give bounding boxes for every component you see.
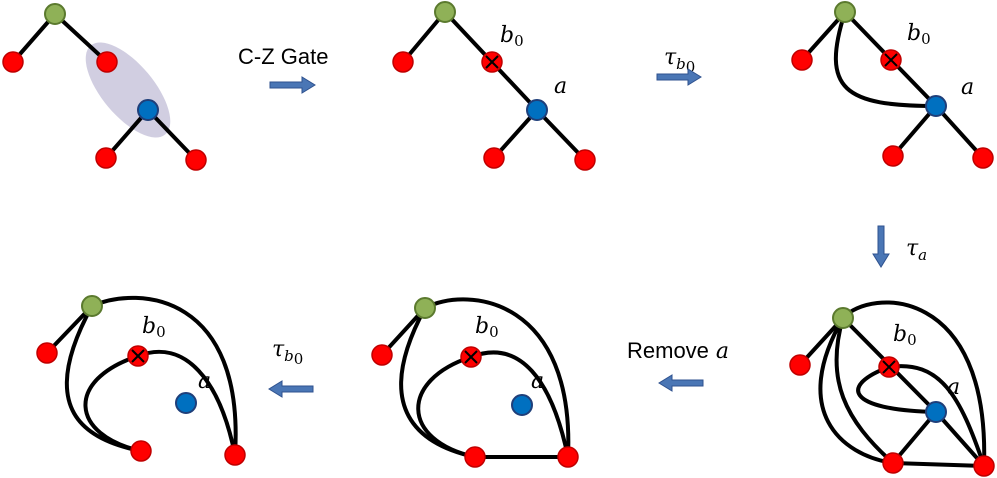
a-label: a	[961, 75, 974, 100]
vertex-a	[175, 392, 197, 414]
edge	[64, 304, 143, 453]
root-node	[434, 1, 456, 23]
leaf-node	[791, 49, 813, 71]
panel-5-after-remove-a: b0 a	[371, 297, 579, 468]
edge	[423, 297, 571, 459]
left-arrow-icon	[268, 380, 314, 398]
b0-label: b0	[142, 314, 166, 341]
right-arrow-icon	[656, 68, 702, 86]
edge	[834, 316, 895, 465]
cz-gate-label: C-Z Gate	[238, 44, 328, 69]
tau-b0-label: τb0	[272, 337, 303, 368]
edge	[90, 295, 238, 457]
edge	[891, 461, 986, 468]
a-label: a	[531, 369, 544, 394]
leaf-node	[96, 51, 118, 73]
vertex-a	[925, 401, 947, 423]
edge	[83, 354, 143, 453]
b0-label: b0	[907, 21, 931, 48]
root-node	[81, 295, 103, 317]
panel-6-final: b0 a	[36, 295, 246, 466]
leaf-node	[882, 452, 904, 474]
edge	[535, 108, 587, 162]
leaf-node	[392, 51, 414, 73]
edge	[53, 12, 109, 64]
panel-4-after-tau-a: b0 a	[789, 300, 995, 477]
edge	[399, 306, 477, 459]
a-label: a	[554, 74, 567, 99]
leaf-node	[185, 149, 207, 171]
leaf-node	[882, 145, 904, 167]
panel-3-after-tau-b0: b0 a	[791, 1, 994, 169]
panel-2-after-cz: b0 a	[392, 1, 596, 171]
arrow-tau-b0-top: τb0	[656, 45, 702, 86]
down-arrow-icon	[872, 225, 890, 268]
edge	[841, 300, 987, 468]
edge	[887, 364, 986, 468]
leaf-node	[789, 354, 811, 376]
vertex-b0	[481, 51, 503, 73]
a-label: a	[198, 369, 211, 394]
edge	[833, 10, 938, 108]
leaf-node	[483, 147, 505, 169]
edge	[891, 410, 938, 465]
leaf-node	[36, 342, 58, 364]
leaf-node	[972, 147, 994, 169]
vertex-a	[925, 95, 947, 117]
edge	[469, 350, 570, 459]
arrow-tau-a: τa	[872, 225, 927, 268]
b0-label: b0	[893, 322, 917, 349]
left-arrow-icon	[658, 374, 704, 392]
arrow-tau-b0-bottom: τb0	[268, 337, 314, 398]
edge	[818, 316, 895, 465]
b0-label: b0	[500, 23, 524, 50]
root-node	[414, 297, 436, 319]
arrow-cz-gate: C-Z Gate	[238, 44, 328, 94]
vertex-a	[137, 99, 159, 121]
vertex-a	[511, 394, 533, 416]
vertex-b0	[127, 345, 149, 367]
root-node	[834, 1, 856, 23]
edge	[934, 104, 985, 160]
edge	[856, 365, 938, 414]
edge	[146, 108, 198, 162]
leaf-node	[224, 444, 246, 466]
leaf-node	[574, 149, 596, 171]
vertex-b0	[878, 356, 900, 378]
leaf-node	[95, 147, 117, 169]
leaf-node	[557, 446, 579, 468]
b0-label: b0	[475, 314, 499, 341]
leaf-node	[130, 440, 152, 462]
vertex-b0	[460, 346, 482, 368]
leaf-node	[371, 344, 393, 366]
vertex-b0	[880, 49, 902, 71]
edge	[934, 410, 986, 468]
root-node	[832, 307, 854, 329]
tau-b0-label: τb0	[664, 45, 695, 76]
leaf-node	[464, 446, 486, 468]
vertex-a	[526, 99, 548, 121]
edge	[136, 349, 237, 457]
a-label: a	[947, 375, 960, 400]
right-arrow-icon	[269, 76, 316, 94]
edge	[416, 355, 477, 459]
root-node	[44, 3, 66, 25]
panel-1-initial-graphs	[2, 3, 207, 171]
tau-a-label: τa	[906, 236, 927, 264]
leaf-node	[973, 455, 995, 477]
leaf-node	[2, 51, 24, 73]
